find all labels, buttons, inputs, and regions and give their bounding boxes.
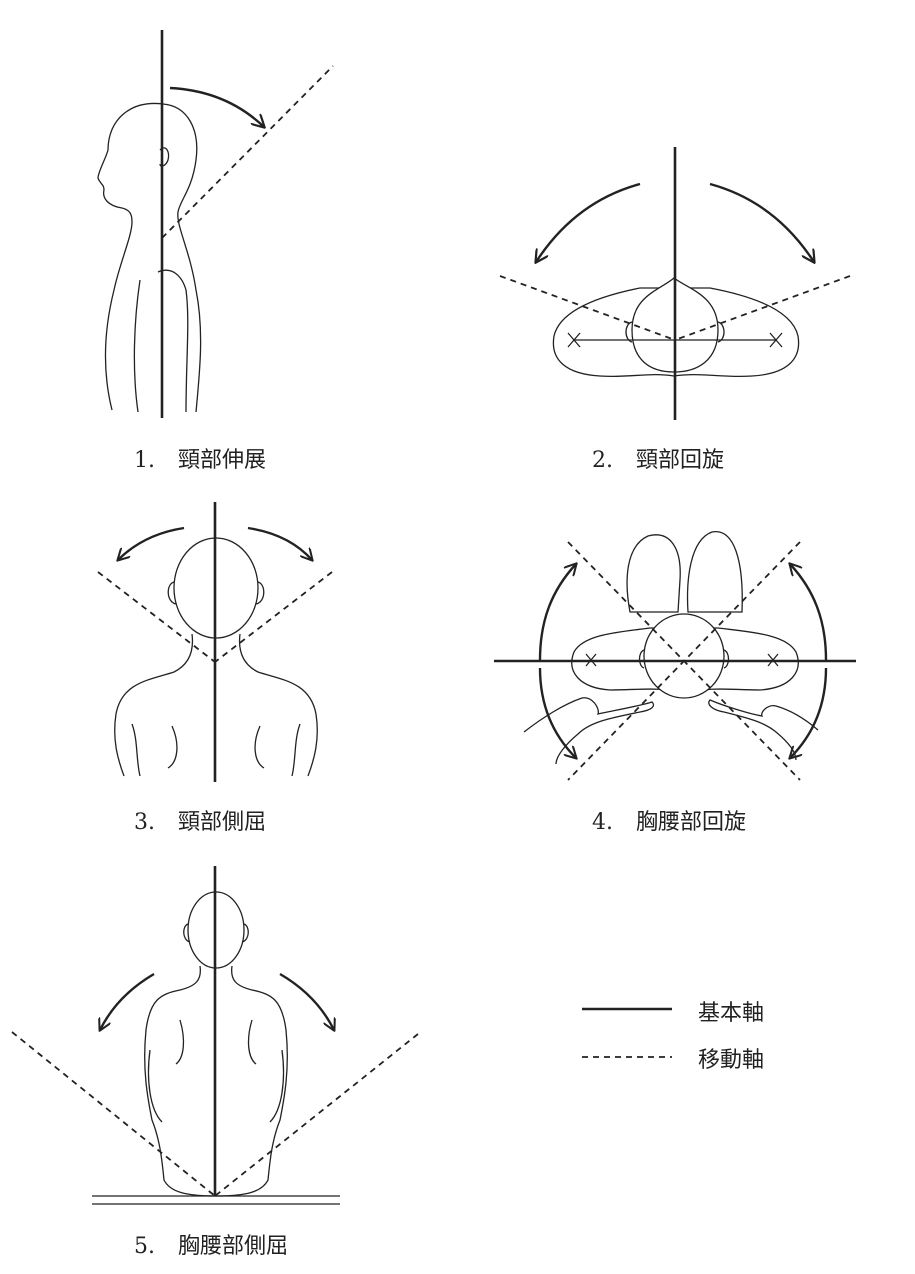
right-back-line — [291, 723, 301, 777]
back-curve — [157, 269, 189, 413]
rotation-arrow-right-up — [790, 564, 828, 661]
right-scapula — [254, 725, 265, 769]
caption-5-label: 胸腰部側屈 — [178, 1234, 289, 1259]
front-torso — [133, 279, 141, 413]
moving-axis-diagonal-2 — [567, 541, 801, 781]
moving-axis-right — [214, 571, 333, 663]
right-thigh — [686, 531, 743, 613]
left-ear — [167, 581, 177, 605]
flexion-arrow-right — [279, 972, 334, 1030]
legend-basic-axis-swatch — [582, 1007, 672, 1011]
rotation-arrow-left-down — [538, 667, 576, 758]
rotation-arrow-left-up — [538, 564, 576, 661]
right-arm — [708, 699, 819, 761]
moving-axis-left — [499, 275, 676, 341]
caption-4: 4. 胸腰部回旋 — [592, 804, 746, 836]
head-top-view — [643, 613, 725, 699]
left-arm-line — [147, 1049, 163, 1123]
left-shoulder-x — [567, 332, 581, 348]
flexion-arrow-right — [247, 526, 312, 560]
caption-5-number: 5. — [134, 1234, 155, 1259]
left-arm — [523, 697, 655, 765]
left-thigh — [626, 534, 681, 613]
figure-neck-rotation — [490, 140, 860, 430]
rotation-arrow-right — [709, 182, 814, 262]
right-ear — [255, 581, 265, 605]
caption-5: 5. 胸腰部側屈 — [134, 1228, 288, 1260]
legend: 基本軸 移動軸 — [580, 995, 800, 1075]
right-arm-line — [269, 1049, 285, 1123]
right-scapula — [247, 1019, 257, 1065]
head-side-outline — [97, 102, 164, 411]
caption-4-number: 4. — [592, 810, 613, 835]
legend-moving-axis-label: 移動軸 — [698, 1048, 765, 1073]
caption-3-label: 頸部側屈 — [178, 810, 267, 835]
right-shoulder-x — [769, 332, 783, 348]
caption-3-number: 3. — [134, 810, 155, 835]
figure-neck-extension — [0, 0, 400, 430]
left-ear — [638, 649, 645, 669]
rotation-arrow-right-down — [790, 667, 828, 758]
left-back-line — [131, 723, 141, 777]
caption-1: 1. 頸部伸展 — [134, 442, 266, 474]
flexion-arrow-left — [118, 526, 185, 560]
rotation-arrow-left — [536, 182, 641, 262]
left-ear — [183, 923, 191, 943]
flexion-arrow-left — [100, 972, 155, 1030]
figure-neck-lateral-flexion — [90, 495, 350, 790]
left-scapula — [175, 1019, 185, 1065]
legend-basic-axis-label: 基本軸 — [698, 1001, 765, 1026]
left-ear — [625, 321, 633, 343]
moving-axis-right — [674, 275, 851, 341]
head-back-outline — [162, 103, 202, 413]
right-shoulder-outline — [238, 633, 318, 777]
legend-moving-axis-swatch — [582, 1056, 672, 1058]
figure-thoracolumbar-lateral-flexion — [0, 858, 440, 1208]
left-shoulder-outline — [114, 633, 194, 777]
left-scapula — [167, 725, 178, 769]
caption-3: 3. 頸部側屈 — [134, 804, 266, 836]
extension-arrow — [169, 86, 264, 127]
caption-2-number: 2. — [592, 448, 613, 473]
caption-4-label: 胸腰部回旋 — [636, 810, 747, 835]
moving-axis-left — [11, 1031, 216, 1197]
figure-thoracolumbar-rotation — [490, 525, 860, 790]
right-ear — [723, 649, 730, 669]
right-ear — [241, 923, 249, 943]
caption-1-number: 1. — [134, 448, 155, 473]
right-ear — [717, 321, 725, 343]
moving-axis-left — [97, 571, 216, 663]
caption-2-label: 頸部回旋 — [636, 448, 725, 473]
caption-2: 2. 頸部回旋 — [592, 442, 724, 474]
moving-axis-line — [161, 65, 334, 239]
caption-1-label: 頸部伸展 — [178, 448, 267, 473]
moving-axis-right — [214, 1033, 419, 1197]
